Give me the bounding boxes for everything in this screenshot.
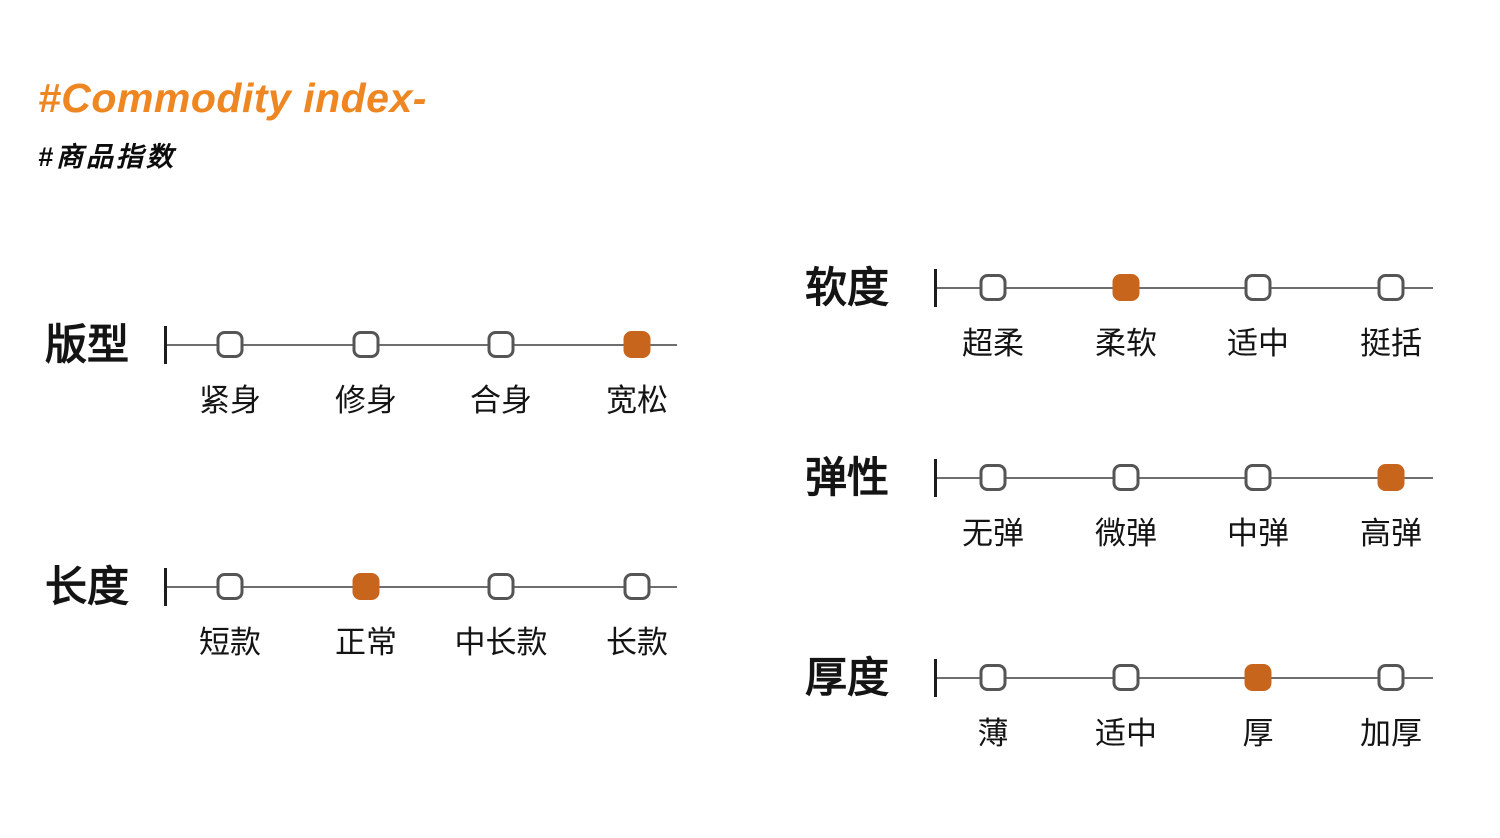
track-start-tick	[164, 568, 167, 606]
scale-length-marker-3	[487, 573, 515, 600]
scale-fit-marker-3	[487, 331, 515, 358]
scale-fit-option-2: 修身	[335, 383, 397, 418]
scale-fit-marker-4	[623, 331, 651, 358]
scale-fit-marker-1	[216, 331, 244, 358]
scale-thickness-marker-4	[1377, 664, 1405, 691]
scale-softness-marker-3	[1244, 274, 1272, 301]
track-start-tick	[934, 269, 937, 307]
scale-elasticity-marker-4	[1377, 464, 1405, 491]
scale-length-marker-2	[352, 573, 380, 600]
scale-thickness-option-1: 薄	[977, 716, 1009, 751]
scale-length-option-3: 中长款	[454, 625, 548, 660]
scale-thickness-option-4: 加厚	[1360, 716, 1422, 751]
scale-length-label: 长度	[45, 563, 130, 610]
scale-thickness-marker-1	[979, 664, 1007, 691]
scale-softness-marker-2	[1112, 274, 1140, 301]
scale-fit-option-4: 宽松	[606, 383, 668, 418]
scale-elasticity-label: 弹性	[805, 454, 890, 501]
scale-softness-marker-1	[979, 274, 1007, 301]
scale-length-marker-1	[216, 573, 244, 600]
header: #Commodity index- #商品指数	[38, 75, 427, 174]
scale-thickness-option-2: 适中	[1095, 716, 1157, 751]
track-line	[165, 344, 677, 346]
scale-thickness-label: 厚度	[805, 654, 890, 701]
scale-length-option-2: 正常	[335, 625, 397, 660]
scale-length-option-1: 短款	[199, 625, 261, 660]
track-start-tick	[164, 326, 167, 364]
scale-softness-option-1: 超柔	[962, 326, 1024, 361]
scale-length-marker-4	[623, 573, 651, 600]
track-line	[935, 477, 1433, 479]
scale-fit-option-3: 合身	[470, 383, 532, 418]
scale-softness-label: 软度	[805, 264, 890, 311]
scale-fit-option-1: 紧身	[199, 383, 261, 418]
page-subtitle: #商品指数	[38, 142, 177, 173]
scale-elasticity-marker-1	[979, 464, 1007, 491]
track-start-tick	[934, 459, 937, 497]
scale-elasticity-option-3: 中弹	[1227, 516, 1289, 551]
scale-fit-marker-2	[352, 331, 380, 358]
scale-elasticity-option-1: 无弹	[962, 516, 1024, 551]
scale-elasticity-marker-3	[1244, 464, 1272, 491]
scale-thickness-marker-2	[1112, 664, 1140, 691]
scale-softness-option-2: 柔软	[1095, 326, 1157, 361]
scale-softness-option-4: 挺括	[1360, 326, 1422, 361]
scale-thickness-marker-3	[1244, 664, 1272, 691]
track-line	[165, 586, 677, 588]
page-title: #Commodity index-	[38, 75, 427, 121]
scale-elasticity-option-4: 高弹	[1360, 516, 1422, 551]
scale-length-option-4: 长款	[606, 625, 668, 660]
scale-thickness-option-3: 厚	[1242, 716, 1274, 751]
scale-elasticity-marker-2	[1112, 464, 1140, 491]
scale-softness-marker-4	[1377, 274, 1405, 301]
track-start-tick	[934, 659, 937, 697]
track-line	[935, 287, 1433, 289]
scale-fit-label: 版型	[45, 321, 130, 368]
scale-elasticity-option-2: 微弹	[1095, 516, 1157, 551]
track-line	[935, 677, 1433, 679]
scale-softness-option-3: 适中	[1227, 326, 1289, 361]
